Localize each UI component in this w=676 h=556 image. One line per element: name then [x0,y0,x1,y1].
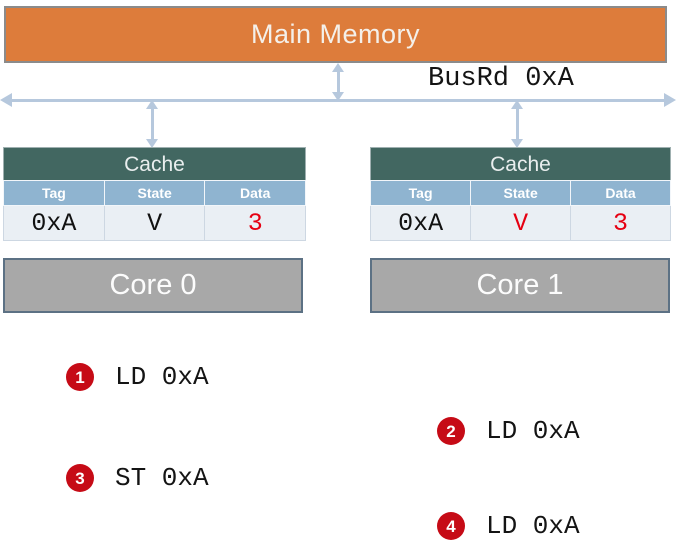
main-memory-label: Main Memory [250,19,421,49]
cache-table-1: Tag State Data 0xA V 3 [369,180,671,241]
step-badge-2: 2 [437,417,465,445]
core-block-1: Core 1 [370,258,670,313]
memory-bus-connector-arrow-icon [332,63,345,101]
step-instruction-3: ST 0xA [115,463,209,493]
cache-title-1: Cache [370,147,671,180]
cache-data-value-0: 3 [204,205,306,241]
arrow-shaft [337,70,340,94]
step-badge-1: 1 [66,363,94,391]
cache-data-value-1: 3 [570,205,671,241]
arrow-head-down-icon [146,139,158,148]
cache-block-0: Cache Tag State Data 0xA V 3 [3,147,306,241]
step-1: 1 LD 0xA [66,363,209,391]
cache-table-0: Tag State Data 0xA V 3 [3,180,306,241]
bus-arrow-right-icon [664,93,676,107]
arrow-head-down-icon [332,92,344,101]
arrow-head-up-icon [332,63,344,72]
step-3: 3 ST 0xA [66,464,209,492]
step-instruction-4: LD 0xA [486,511,580,541]
core-block-0: Core 0 [3,258,303,313]
arrow-shaft [516,107,519,141]
column-header-state: State [470,180,572,206]
step-instruction-2: LD 0xA [486,416,580,446]
column-header-tag: Tag [3,180,105,206]
arrow-head-down-icon [511,139,523,148]
arrow-shaft [151,107,154,141]
cache1-bus-connector-arrow-icon [511,100,524,148]
step-instruction-1: LD 0xA [115,362,209,392]
step-2: 2 LD 0xA [437,417,580,445]
cache-table-header-row: Tag State Data [369,180,671,206]
bus-arrow-left-icon [0,93,12,107]
column-header-tag: Tag [369,180,472,206]
column-header-data: Data [570,180,671,206]
cache-table-row: 0xA V 3 [3,205,306,241]
step-badge-3: 3 [66,464,94,492]
cache-table-header-row: Tag State Data [3,180,306,206]
core-label-1: Core 1 [476,269,564,301]
cache-title-0: Cache [3,147,306,180]
bus-transaction-label: BusRd 0xA [428,64,574,94]
cache-tag-value-0: 0xA [3,205,105,241]
step-badge-4: 4 [437,512,465,540]
cache-state-value-1: V [470,205,572,241]
main-memory-block: Main Memory [4,6,667,63]
core-label-0: Core 0 [109,269,197,301]
cache0-bus-connector-arrow-icon [146,100,159,148]
step-4: 4 LD 0xA [437,512,580,540]
arrow-head-up-icon [511,100,523,109]
cache-state-value-0: V [103,205,206,241]
cache-tag-value-1: 0xA [369,205,472,241]
cache-table-row: 0xA V 3 [369,205,671,241]
arrow-head-up-icon [146,100,158,109]
column-header-state: State [103,180,206,206]
cache-block-1: Cache Tag State Data 0xA V 3 [369,147,671,241]
column-header-data: Data [204,180,306,206]
